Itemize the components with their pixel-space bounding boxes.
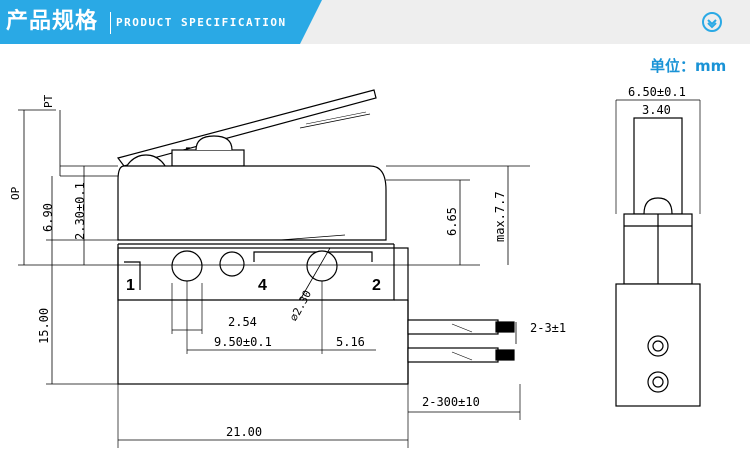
terminal-4-label: 4 (258, 277, 267, 294)
lead-wires (407, 319, 515, 363)
dim-op: OP (9, 186, 22, 200)
terminal-1-label: 1 (126, 277, 135, 294)
dim-max77: max.7.7 (493, 191, 507, 242)
chevron-down-icon (707, 19, 717, 29)
switch-lower-body (117, 243, 409, 385)
side-dim-650: 6.50±0.1 (628, 85, 686, 99)
header-tab: 产品规格 PRODUCT SPECIFICATION (0, 0, 322, 44)
page-subtitle: PRODUCT SPECIFICATION (116, 16, 287, 29)
switch-upper-body (117, 165, 387, 241)
side-dim-340: 3.40 (642, 103, 671, 117)
dim-665: 6.65 (445, 207, 459, 236)
unit-label: 单位：mm (650, 57, 727, 75)
dim-254: 2.54 (228, 315, 257, 329)
side-view (615, 99, 701, 407)
dim-230: 2.30±0.1 (73, 182, 87, 240)
terminal-2-label: 2 (372, 277, 381, 294)
dim-wire-strip: 2-3±1 (530, 321, 566, 335)
dim-wire-length: 2-300±10 (422, 395, 480, 409)
page-title: 产品规格 (6, 9, 99, 34)
chevron-down-circle-icon[interactable] (702, 12, 722, 32)
construction-lines (18, 109, 530, 448)
title-divider (110, 12, 111, 34)
dim-pt: PT (42, 94, 55, 108)
dimension-lines (23, 110, 520, 441)
dim-2100: 21.00 (226, 425, 262, 439)
dim-690: 6.90 (41, 203, 55, 232)
mounting-holes (171, 250, 338, 282)
dim-516: 5.16 (336, 335, 365, 349)
dim-950: 9.50±0.1 (214, 335, 272, 349)
dim-1500: 15.00 (37, 308, 51, 344)
